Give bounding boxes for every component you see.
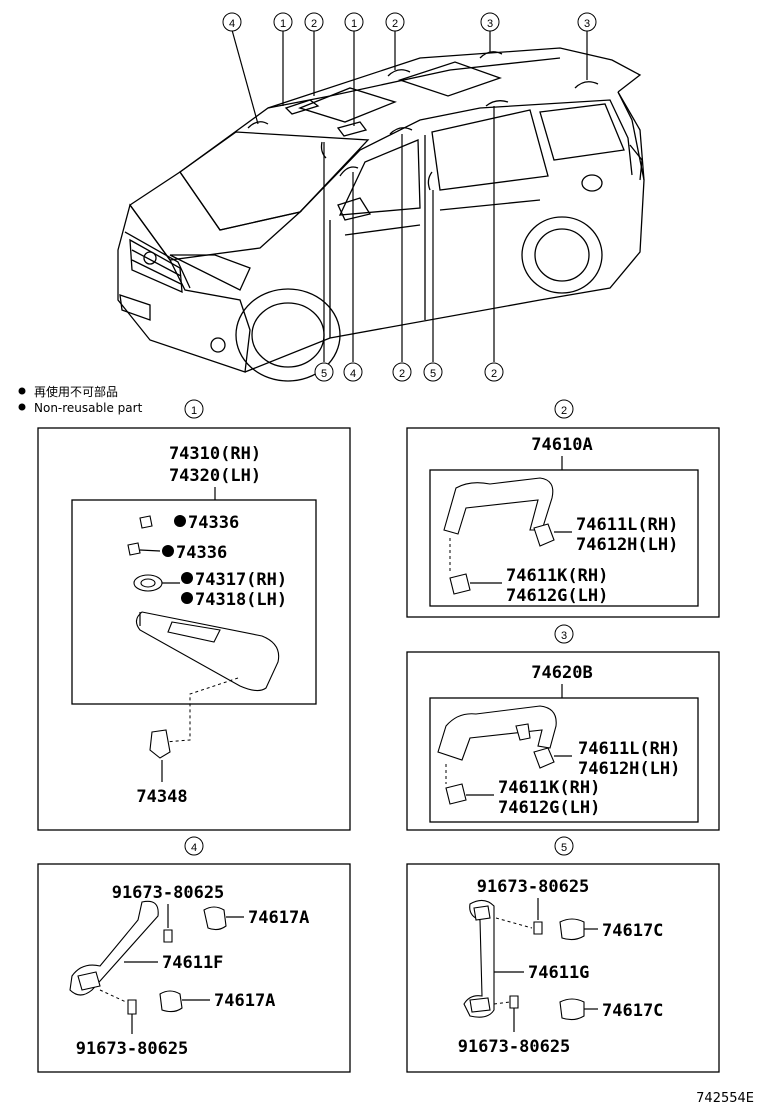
- grip4-grip: 74611F: [162, 953, 223, 973]
- screw-top-5-drawing: [533, 921, 543, 935]
- assist-grip-4-panel: [37, 863, 351, 1073]
- svg-text:4: 4: [350, 368, 356, 380]
- vehicle-illustration: [117, 47, 645, 382]
- callout-4-top: 4: [222, 12, 242, 32]
- svg-text:1: 1: [280, 18, 286, 30]
- callout-4-bottom: 4: [343, 362, 363, 382]
- callout-3-top-b: 3: [577, 12, 597, 32]
- grip5-screw-bottom: 91673-80625: [458, 1037, 571, 1057]
- part-74317-rh: 74317(RH): [195, 570, 287, 590]
- cap-74617c-top-drawing: [559, 918, 585, 941]
- part-74348: 74348: [136, 787, 187, 807]
- callout-2-bottom-b: 2: [484, 362, 504, 382]
- callout-3-top-a: 3: [480, 12, 500, 32]
- part-74336-b: 74336: [176, 543, 227, 563]
- visor-assy-frame: [71, 499, 317, 705]
- visor-assy-lh: 74320(LH): [169, 466, 261, 486]
- svg-text:3: 3: [487, 18, 493, 30]
- grip3-cap-a-lh: 74612H(LH): [578, 759, 680, 779]
- grip4-screw-bottom: 91673-80625: [76, 1039, 189, 1059]
- car-callout-lines: [231, 29, 588, 362]
- svg-text:5: 5: [561, 842, 567, 854]
- grip2-cap-b-rh: 74611K(RH): [506, 566, 608, 586]
- svg-text:4: 4: [191, 842, 197, 854]
- svg-text:1: 1: [351, 18, 357, 30]
- part-74318-lh: 74318(LH): [195, 590, 287, 610]
- clip-part: [139, 515, 153, 529]
- grip-74611f-drawing: [69, 900, 159, 996]
- grip4-cap-top: 74617A: [248, 908, 309, 928]
- grip2-cap-b-lh: 74612G(LH): [506, 586, 608, 606]
- assist-grip-2-panel: [406, 427, 720, 618]
- assist-grip-3-panel: [406, 651, 720, 831]
- svg-text:1: 1: [191, 405, 197, 417]
- grip4-cap-bottom: 74617A: [214, 991, 275, 1011]
- callout-2-top-b: 2: [385, 12, 405, 32]
- grip-3-drawing: [437, 705, 557, 761]
- figure-id: 742554E: [696, 1091, 754, 1106]
- grip3-cap-a-rh: 74611L(RH): [578, 739, 680, 759]
- sun-visor-panel: [37, 427, 351, 831]
- svg-text:2: 2: [392, 18, 398, 30]
- callout-5-box: 5: [554, 836, 574, 856]
- sun-visor-drawing: [135, 611, 280, 692]
- screw-top-drawing: [163, 929, 173, 943]
- svg-text:4: 4: [229, 18, 235, 30]
- grip-assy-74620b: 74620B: [531, 663, 592, 683]
- cap-74617a-bottom-drawing: [159, 990, 183, 1013]
- legend-jp: 再使用不可部品: [34, 384, 118, 399]
- svg-text:2: 2: [399, 368, 405, 380]
- assist-grip-5-panel: [406, 863, 720, 1073]
- grip5-cap-bottom: 74617C: [602, 1001, 663, 1021]
- callout-2-top-a: 2: [304, 12, 324, 32]
- clip-part-2: [127, 542, 141, 556]
- grip-2-frame: [429, 469, 699, 607]
- grip-assy-74610a: 74610A: [531, 435, 592, 455]
- svg-text:2: 2: [561, 405, 567, 417]
- callout-1-top-b: 1: [344, 12, 364, 32]
- callout-4-box: 4: [184, 836, 204, 856]
- grip2-cap-a-lh: 74612H(LH): [576, 535, 678, 555]
- grip3-cap-b-rh: 74611K(RH): [498, 778, 600, 798]
- grip4-screw-top: 91673-80625: [112, 883, 225, 903]
- callout-3-box: 3: [554, 624, 574, 644]
- callout-5-bottom-b: 5: [423, 362, 443, 382]
- grip-3-frame: [429, 697, 699, 823]
- grip2-cap-a-rh: 74611L(RH): [576, 515, 678, 535]
- grip5-cap-top: 74617C: [602, 921, 663, 941]
- svg-text:2: 2: [491, 368, 497, 380]
- svg-text:5: 5: [430, 368, 436, 380]
- callout-1-top-a: 1: [273, 12, 293, 32]
- svg-text:2: 2: [311, 18, 317, 30]
- cap-74617c-bottom-drawing: [559, 998, 585, 1021]
- svg-text:5: 5: [321, 368, 327, 380]
- callout-2-box: 2: [554, 399, 574, 419]
- grip-2-drawing: [443, 477, 554, 535]
- part-74336-a: 74336: [188, 513, 239, 533]
- visor-hook-drawing: [149, 729, 171, 759]
- legend: 再使用不可部品 Non-reusable part: [18, 384, 143, 415]
- callout-2-bottom-a: 2: [392, 362, 412, 382]
- legend-en: Non-reusable part: [34, 401, 143, 415]
- grip3-cap-b-lh: 74612G(LH): [498, 798, 600, 818]
- cap-74617a-top-drawing: [203, 906, 227, 931]
- callout-5-bottom-a: 5: [314, 362, 334, 382]
- callout-1-box: 1: [184, 399, 204, 419]
- svg-text:3: 3: [584, 18, 590, 30]
- svg-text:3: 3: [561, 630, 567, 642]
- visor-assy-rh: 74310(RH): [169, 444, 261, 464]
- grip5-grip: 74611G: [528, 963, 589, 983]
- grip5-screw-top: 91673-80625: [477, 877, 590, 897]
